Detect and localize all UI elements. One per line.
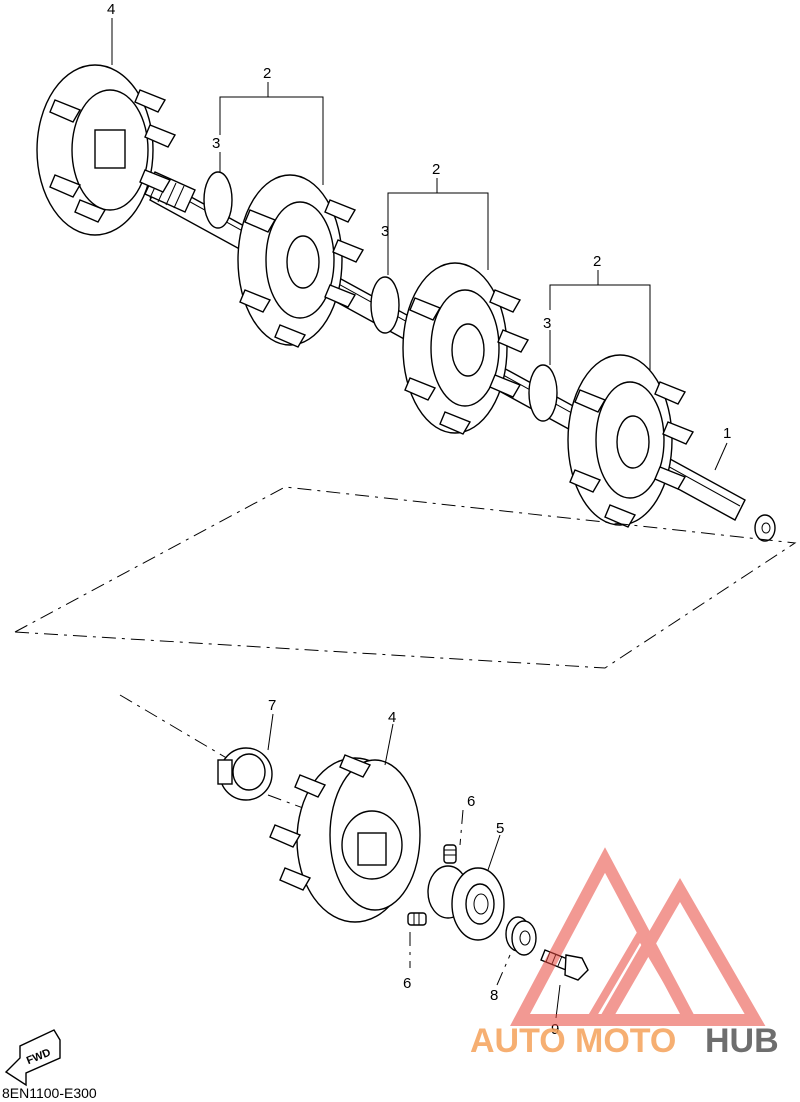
spacer [528, 364, 558, 422]
callout-label: 3 [543, 315, 551, 332]
spacer [370, 276, 400, 334]
callout-label: 7 [268, 697, 276, 714]
callout-label: 9 [551, 1021, 559, 1038]
clip [217, 747, 273, 801]
bearing [427, 865, 505, 941]
collar [505, 916, 537, 956]
sprocket-wheel [237, 174, 365, 348]
sprocket-wheel [402, 262, 530, 435]
callout-label: 2 [432, 161, 440, 178]
drive-shaft-assembly: 4 2 3 2 3 2 3 1 [36, 1, 776, 542]
callout-label: 3 [381, 223, 389, 240]
callout-label: 4 [107, 1, 115, 18]
watermark-text: AUTO MOTO HUB [470, 1022, 779, 1060]
callout-label: 2 [263, 65, 271, 82]
end-sprocket-bottom [269, 754, 421, 923]
callout-label: 3 [212, 135, 220, 152]
callout-label: 4 [388, 709, 396, 726]
watermark-text-last: HUB [705, 1022, 779, 1060]
watermark-text-first: AUTO [470, 1022, 566, 1060]
end-bearing-assembly: 7 4 5 6 [217, 697, 589, 1038]
callout-label: 5 [496, 820, 504, 837]
fwd-direction-arrow: FWD [4, 1029, 61, 1087]
phantom-outline [13, 486, 797, 819]
callout-label: 6 [403, 975, 411, 992]
watermark-text-middle: MOTO [575, 1022, 676, 1060]
watermark-logo [510, 847, 766, 1026]
set-screw [443, 844, 457, 864]
diagram-code: 8EN1100-E300 [2, 1085, 97, 1101]
callout-label: 1 [723, 425, 731, 442]
callout-label: 6 [467, 793, 475, 810]
sprocket-wheel [567, 354, 695, 528]
end-sprocket-top [36, 64, 177, 236]
shaft-tip [754, 514, 776, 542]
spacer [203, 171, 233, 229]
set-screw [407, 912, 427, 926]
callout-brackets [219, 82, 651, 370]
callout-label: 8 [490, 987, 498, 1004]
callout-label: 2 [593, 253, 601, 270]
